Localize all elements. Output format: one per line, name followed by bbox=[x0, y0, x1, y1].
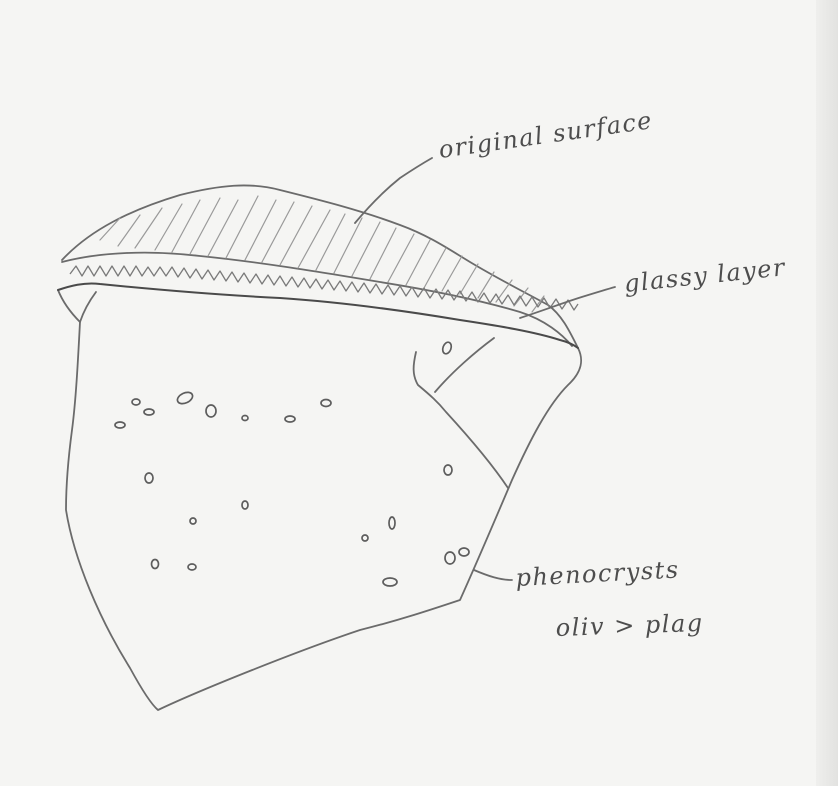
phenocrysts bbox=[115, 341, 469, 586]
rock-body-outline bbox=[58, 290, 581, 710]
phenocryst bbox=[132, 399, 140, 405]
glassy-layer-top-edge bbox=[62, 253, 572, 346]
phenocryst bbox=[152, 560, 159, 569]
phenocryst bbox=[206, 405, 216, 417]
phenocryst bbox=[115, 422, 125, 428]
phenocryst bbox=[444, 465, 452, 475]
phenocryst bbox=[190, 518, 196, 524]
label-glassy-layer: glassy layer bbox=[623, 253, 787, 298]
leader-phenocrysts bbox=[474, 570, 512, 580]
phenocryst bbox=[459, 548, 469, 556]
fracture-line-right bbox=[414, 352, 508, 488]
label-phenocrysts: phenocrysts bbox=[515, 555, 680, 592]
glassy-layer-bottom-edge bbox=[58, 283, 578, 348]
phenocryst bbox=[362, 535, 368, 541]
phenocryst bbox=[321, 400, 331, 407]
label-original-surface: original surface bbox=[437, 106, 655, 164]
label-phenocryst-composition: oliv > plag bbox=[555, 609, 704, 642]
phenocryst bbox=[242, 416, 248, 421]
phenocryst bbox=[445, 552, 455, 564]
leader-glassy-layer bbox=[520, 287, 615, 318]
phenocryst bbox=[285, 416, 295, 422]
fracture-line-left bbox=[80, 292, 96, 322]
phenocryst bbox=[383, 578, 397, 586]
phenocryst bbox=[144, 409, 154, 415]
phenocryst bbox=[176, 390, 195, 406]
phenocryst bbox=[242, 501, 248, 509]
phenocryst bbox=[188, 564, 196, 570]
original-surface-outline bbox=[62, 185, 578, 348]
phenocryst bbox=[145, 473, 153, 483]
phenocryst bbox=[389, 517, 395, 529]
phenocryst bbox=[441, 341, 453, 355]
